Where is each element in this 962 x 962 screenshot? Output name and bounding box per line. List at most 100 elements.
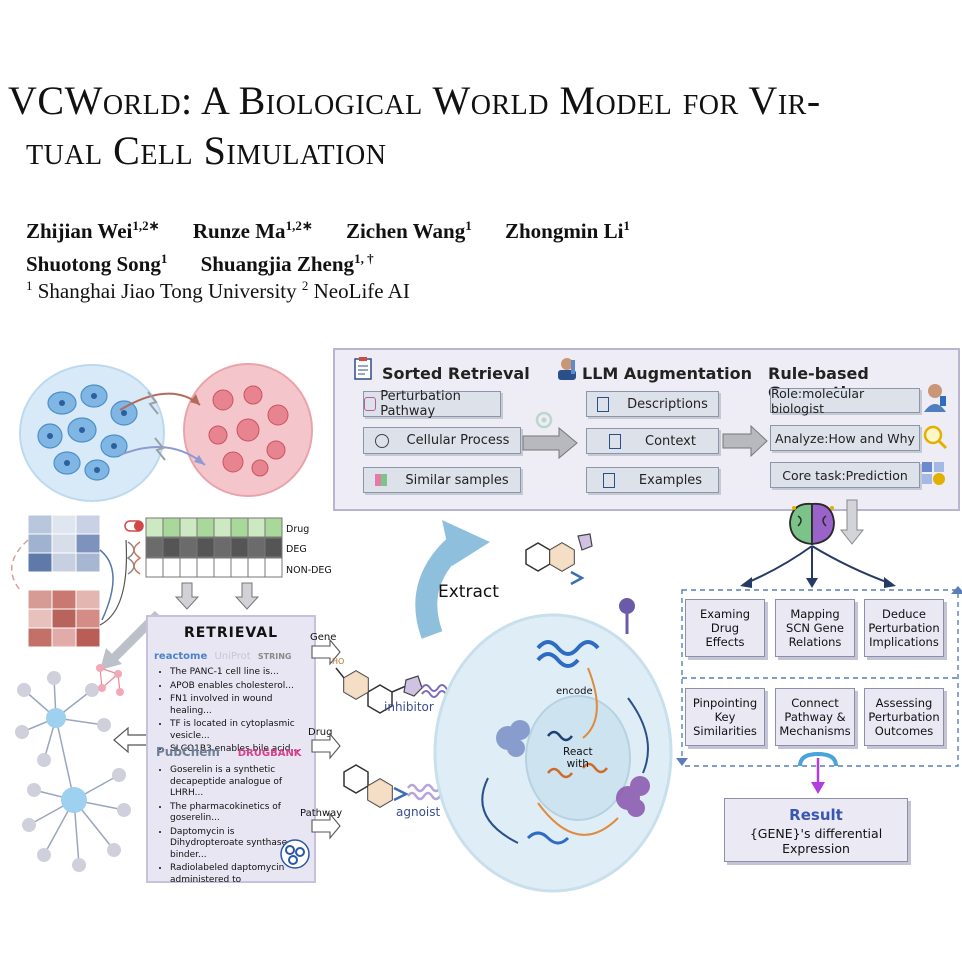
context-box: Context <box>586 428 719 454</box>
receptor-top <box>619 598 635 634</box>
result-title: Result <box>789 806 843 824</box>
process-icon <box>374 433 389 448</box>
side-arrows <box>311 638 341 840</box>
list-item: The PANC-1 cell line is... <box>170 667 316 679</box>
author-list: Zhijian Wei1,2∗ Runze Ma1,2∗ Zichen Wang… <box>26 212 926 278</box>
pathway-label: Pathway <box>300 808 343 819</box>
document-icon <box>609 433 622 449</box>
drug-label: Drug <box>308 727 333 738</box>
brain-icon <box>789 502 835 545</box>
dna-icon <box>126 541 142 575</box>
author: Zhongmin Li1 <box>504 218 630 243</box>
extract-arrow <box>415 520 490 639</box>
brain-branch-arrows <box>740 545 896 588</box>
cell-diagram <box>433 613 673 893</box>
scientist-avatar-icon <box>924 384 946 412</box>
drugbank-logo: DRUGBANK <box>237 748 302 759</box>
left-arrow-to-graph <box>113 726 149 754</box>
gene-source-logos: reactome UniProt STRING <box>154 651 314 662</box>
path-icon <box>364 397 377 411</box>
affiliations: 1 Shanghai Jiao Tong University 2 NeoLif… <box>26 278 410 303</box>
analyze-box: Analyze:How and Why <box>770 425 920 451</box>
author: Runze Ma1,2∗ <box>192 218 313 243</box>
perturbation-arrows <box>119 391 206 466</box>
magnifier-icon <box>923 425 948 450</box>
knowledge-graph <box>15 671 131 872</box>
arrow-to-generation <box>722 424 768 458</box>
result-line-1: {GENE}'s differential <box>749 826 883 841</box>
list-item: Radiolabeled daptomycin administered to <box>170 863 302 886</box>
prediction-icon <box>922 462 945 485</box>
llm-augmentation-title: LLM Augmentation <box>582 364 752 383</box>
paper-title: VCWorld: A Biological World Model for Vi… <box>8 76 958 176</box>
pathway-logo-icon <box>280 839 310 869</box>
task-deduce-perturbation-implications: Deduce Perturbation Implications <box>864 599 944 657</box>
task-assessing-perturbation-outcomes: Assessing Perturbation Outcomes <box>864 688 944 746</box>
arrow-to-llm <box>522 426 578 460</box>
document-icon <box>602 472 615 488</box>
list-item: APOB enables cholesterol... <box>170 681 316 693</box>
list-item: FN1 involved in wound healing... <box>170 694 316 717</box>
grid-icon <box>375 474 388 486</box>
pink-subgraph <box>96 664 124 696</box>
extract-label: Extract <box>438 582 499 602</box>
drug-knowledge-list: Goserelin is a synthetic decapeptide ana… <box>158 765 302 888</box>
result-arrow <box>798 751 838 794</box>
examples-box: Examples <box>586 467 719 493</box>
cell-illustration-healthy <box>19 364 165 502</box>
expression-heatmap <box>27 514 101 648</box>
pill-icon <box>124 520 144 532</box>
agonist-label: agnoist <box>396 805 441 819</box>
cellular-process-box: Cellular Process <box>363 427 521 454</box>
author: Zichen Wang1 <box>345 218 472 243</box>
scientist-icon <box>558 358 576 380</box>
list-item: Goserelin is a synthetic decapeptide ana… <box>170 765 302 800</box>
title-line-2: tual Cell Simulation <box>26 128 387 173</box>
task-connect-pathway-mechanisms: Connect Pathway & Mechanisms <box>775 688 855 746</box>
legend-drug: Drug <box>286 524 310 535</box>
author: Shuangjia Zheng1, † <box>200 251 374 276</box>
gene-knowledge-list: The PANC-1 cell line is... APOB enables … <box>158 667 316 758</box>
core-task-box: Core task:Prediction <box>770 462 920 488</box>
molecule-top <box>525 533 593 586</box>
svg-text:HO: HO <box>332 657 344 666</box>
legend-deg: DEG <box>286 544 307 555</box>
task-pinpointing-key-similarities: Pinpointing Key Similarities <box>685 688 765 746</box>
result-box: Result {GENE}'s differential Expression <box>724 798 908 862</box>
task-mapping-scn-gene-relations: Mapping SCN Gene Relations <box>775 599 855 657</box>
string-logo: STRING <box>257 652 292 661</box>
list-item: TF is located in cytoplasmic vesicle... <box>170 719 316 742</box>
result-line-2: Expression <box>782 841 850 856</box>
similar-samples-box: Similar samples <box>363 467 521 493</box>
author: Shuotong Song1 <box>26 251 168 276</box>
descriptions-box: Descriptions <box>586 391 719 417</box>
drug-source-logos: PubChem DRUGBANK <box>156 745 316 759</box>
deg-matrix <box>145 517 283 578</box>
list-item: The pharmacokinetics of goserelin... <box>170 802 302 825</box>
openai-icon <box>535 411 553 429</box>
tasks-dashed-frame <box>676 586 962 767</box>
react-with-label: React with <box>563 746 593 770</box>
role-box: Role:molecular biologist <box>770 386 920 416</box>
title-line-1: VCWorld: A Biological World Model for Vi… <box>8 78 821 123</box>
list-item: Daptomycin is Dihydropteroate synthase b… <box>170 827 302 862</box>
encode-label: encode <box>556 686 593 697</box>
retrieval-title: RETRIEVAL <box>183 625 279 641</box>
retrieval-panel: RETRIEVAL reactome UniProt STRING The PA… <box>146 615 316 885</box>
pubchem-logo: PubChem <box>156 745 220 759</box>
clipboard-icon <box>354 357 372 380</box>
cell-illustration-perturbed <box>183 363 313 497</box>
task-examing-drug-effects: Examing Drug Effects <box>685 599 765 657</box>
author: Zhijian Wei1,2∗ <box>26 218 160 243</box>
list-item: SLCO1B3 enables bile acid... <box>170 744 316 756</box>
reactome-logo: reactome <box>154 651 208 662</box>
generation-down-arrow <box>839 499 865 545</box>
inhibitor-label: inhibitor <box>384 700 434 714</box>
gene-label: Gene <box>310 632 337 643</box>
uniprot-logo: UniProt <box>214 651 251 662</box>
heatmap-links <box>11 539 128 626</box>
sorted-retrieval-title: Sorted Retrieval <box>382 364 530 383</box>
legend-non-deg: NON-DEG <box>286 565 332 576</box>
down-arrows <box>174 582 260 610</box>
perturbation-pathway-box: Perturbation Pathway <box>363 389 501 419</box>
